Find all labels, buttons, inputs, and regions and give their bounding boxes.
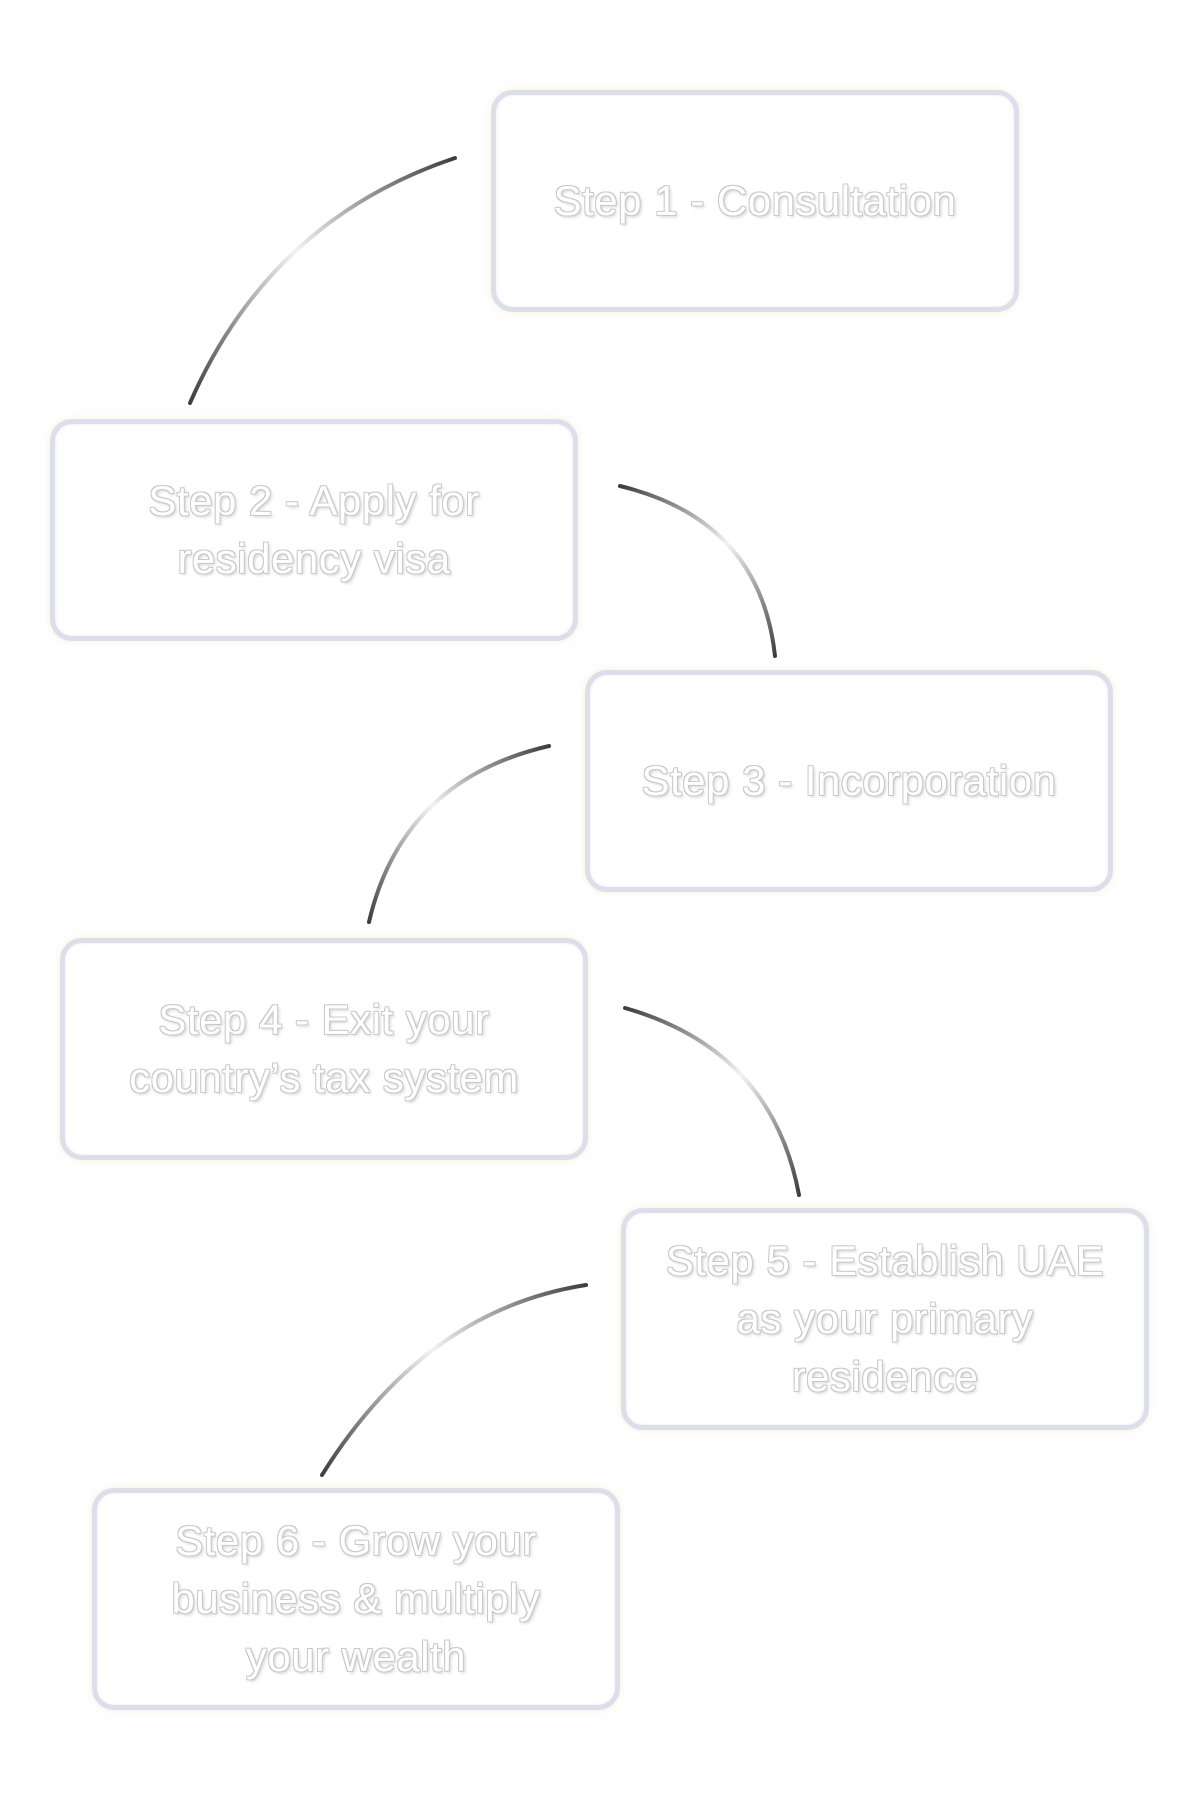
connector-2-3 (618, 484, 777, 658)
step-1-box: Step 1 - Consultation (491, 90, 1019, 312)
step-6-box: Step 6 - Grow your business & multiply y… (92, 1488, 620, 1710)
step-2-box: Step 2 - Apply for residency visa (50, 419, 578, 641)
step-6-label: Step 6 - Grow your business & multiply y… (171, 1517, 541, 1680)
connector-1-2 (188, 156, 457, 405)
step-4-box: Step 4 - Exit your country’s tax system (60, 938, 588, 1160)
step-3-label: Step 3 - Incorporation (641, 757, 1057, 804)
step-3-box: Step 3 - Incorporation (585, 670, 1113, 892)
step-4-label: Step 4 - Exit your country’s tax system (129, 996, 519, 1101)
connector-5-6 (320, 1283, 588, 1477)
connector-4-5 (623, 1006, 801, 1197)
step-5-label: Step 5 - Establish UAE as your primary r… (665, 1237, 1105, 1400)
step-2-label: Step 2 - Apply for residency visa (148, 477, 480, 582)
step-1-label: Step 1 - Consultation (553, 177, 957, 224)
step-5-box: Step 5 - Establish UAE as your primary r… (621, 1208, 1149, 1430)
connector-3-4 (367, 744, 551, 924)
